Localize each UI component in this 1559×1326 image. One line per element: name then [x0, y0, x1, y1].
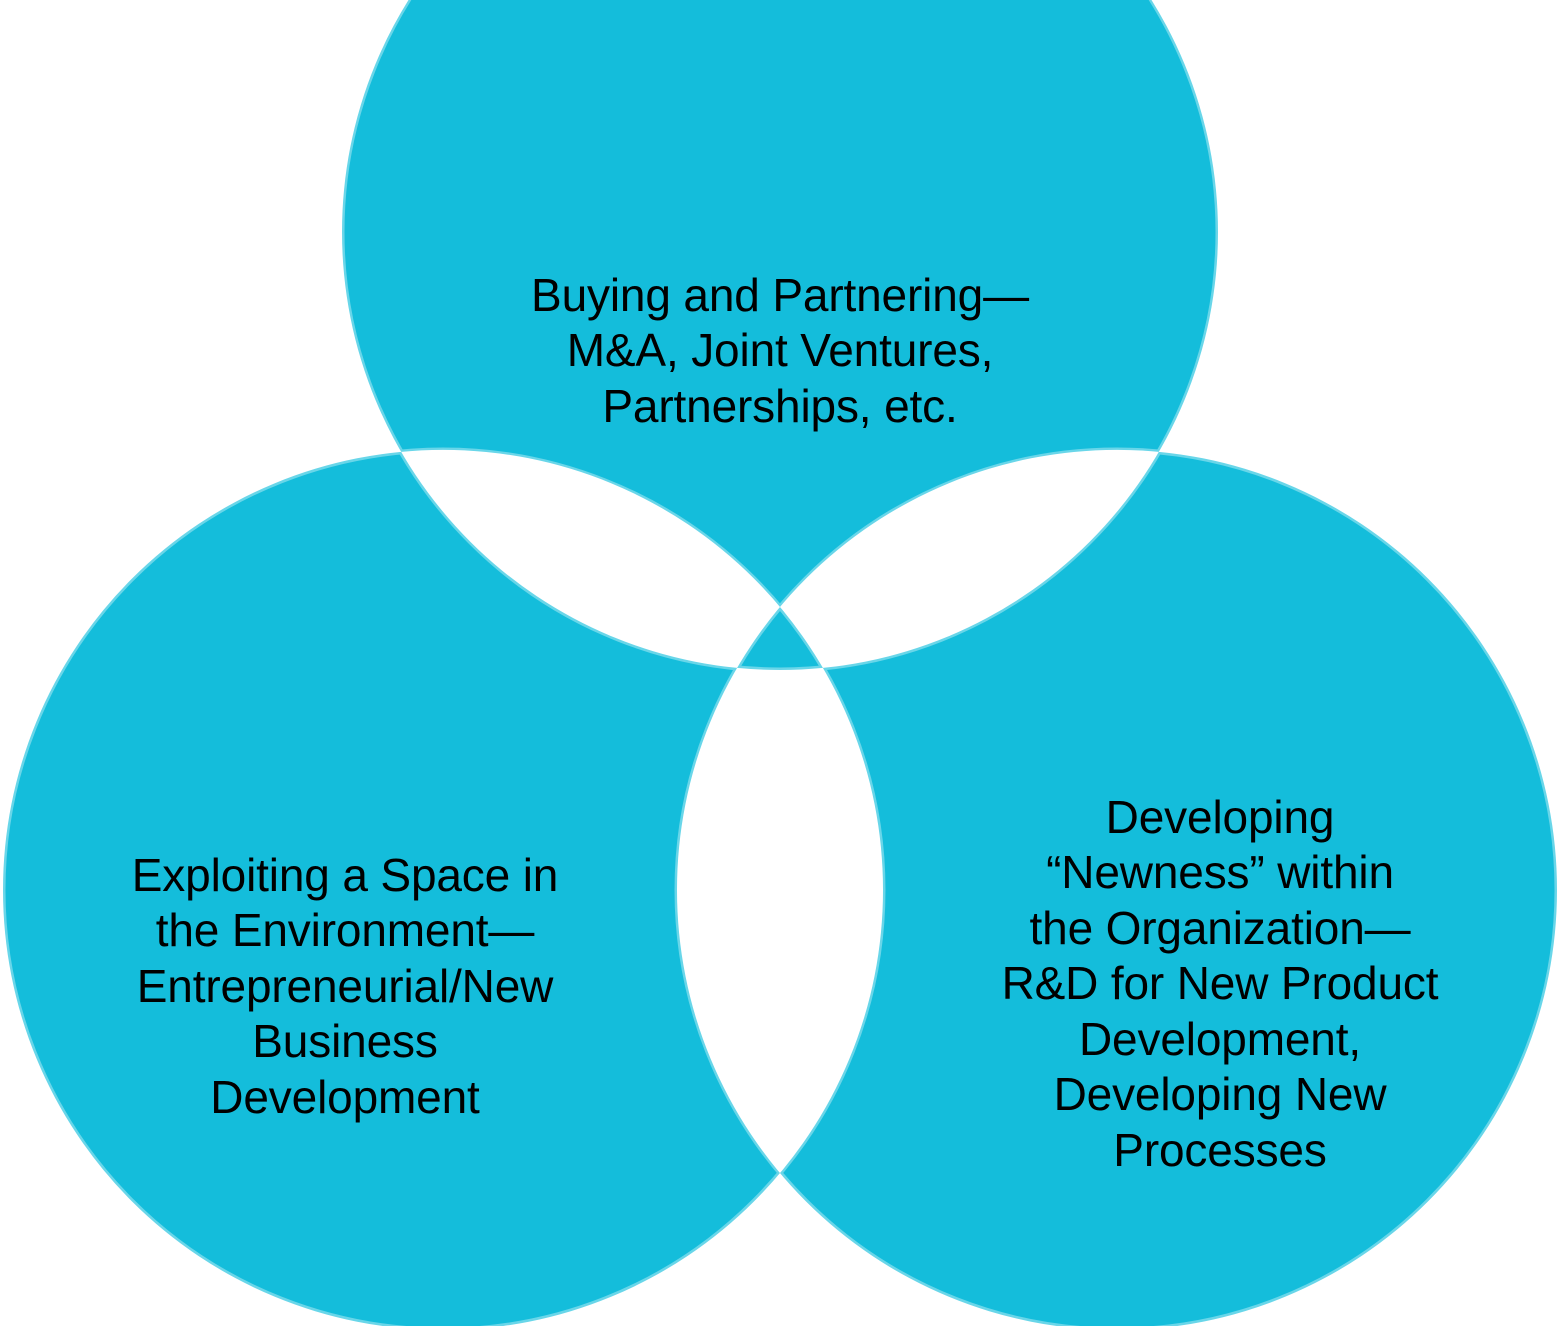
venn-circle-right-fill — [677, 450, 1557, 1326]
venn-label-left: Exploiting a Space in the Environment— E… — [131, 849, 559, 1123]
venn-circle-left-fill — [3, 450, 883, 1326]
venn-label-right: Developing “Newness” within the Organiza… — [1001, 791, 1439, 1176]
venn-label-top: Buying and Partnering— M&A, Joint Ventur… — [531, 269, 1029, 432]
